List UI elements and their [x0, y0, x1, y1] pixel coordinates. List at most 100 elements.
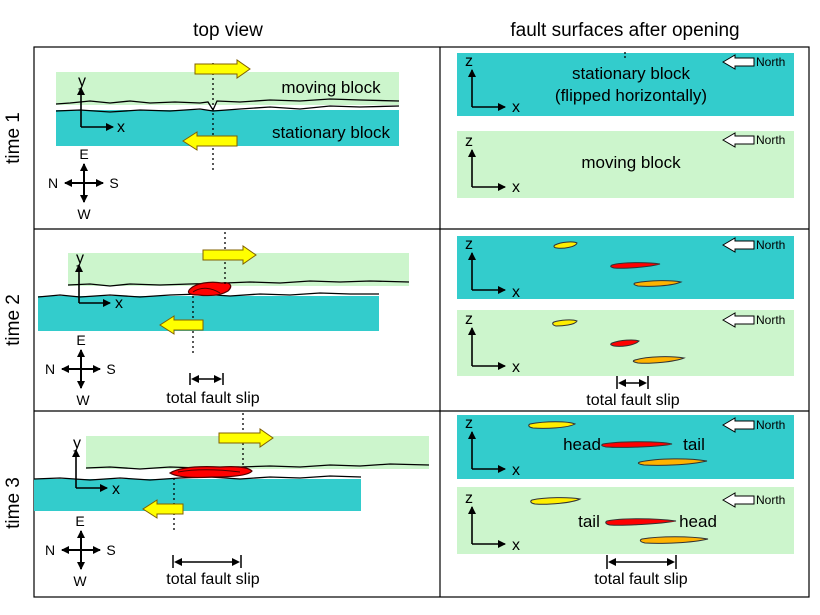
- slip-patch-yellow: [528, 421, 577, 429]
- north-indicator: North: [722, 132, 785, 148]
- flipped-note: (flipped horizontally): [555, 86, 707, 105]
- north-arrow-icon: [722, 237, 755, 253]
- slip-patch-outline: [177, 469, 241, 473]
- north-label: North: [756, 55, 785, 69]
- axis-indicator: z x: [465, 311, 520, 376]
- north-indicator: North: [722, 312, 785, 328]
- time1-fault-surfaces: stationary block (flipped horizontally) …: [457, 52, 794, 198]
- time2-top-view: y x E W N S total fault slip: [37, 232, 410, 408]
- slip-patch-yellow: [553, 241, 578, 249]
- slip-patch-orange: [632, 356, 686, 364]
- slip-patch-orange: [633, 280, 683, 287]
- moving-block-label: moving block: [281, 78, 381, 97]
- north-arrow-icon: [722, 492, 755, 508]
- head-label: head: [679, 512, 717, 531]
- slip-patch-red: [610, 262, 661, 269]
- y-axis-label: y: [73, 435, 81, 452]
- slip-arrowhead-right: [232, 558, 240, 566]
- z-axis-label: z: [465, 236, 473, 253]
- row-label-time-3: time 3: [3, 477, 24, 529]
- slip-arrowhead-right: [667, 558, 675, 566]
- north-indicator: North: [722, 417, 785, 433]
- axis-indicator: y x: [77, 73, 125, 136]
- row-label-time-1: time 1: [3, 112, 24, 164]
- compass: E W N S: [45, 513, 116, 589]
- x-axis-label: x: [512, 179, 520, 196]
- stationary-block-label: stationary block: [272, 123, 391, 142]
- z-axis-label: z: [465, 133, 473, 150]
- time1-top-view: moving block stationary block y x E W N …: [48, 59, 400, 222]
- time3-fault-surfaces: head tail z x North tail head z x North: [457, 415, 794, 588]
- y-axis-label: y: [76, 250, 84, 267]
- slip-arrow-right: [202, 245, 257, 265]
- slip-patch-outline: [192, 287, 221, 294]
- axis-indicator: y x: [75, 250, 123, 312]
- x-axis-label: x: [512, 537, 520, 554]
- fault-trace-moving: [55, 98, 400, 112]
- header-top-view: top view: [193, 20, 263, 41]
- axis-indicator: z x: [465, 415, 520, 479]
- stationary-block: [38, 296, 379, 331]
- header-fault-surfaces: fault surfaces after opening: [510, 20, 739, 41]
- slip-arrow-right: [194, 59, 251, 79]
- slip-arrowhead-left: [174, 558, 182, 566]
- slip-patch-red: [601, 441, 673, 448]
- north-indicator: North: [722, 237, 785, 253]
- compass-s: S: [106, 361, 115, 377]
- slip-patch-red: [610, 339, 640, 347]
- axis-indicator: y x: [72, 435, 120, 498]
- compass: E W N S: [48, 146, 119, 222]
- north-label: North: [756, 313, 785, 327]
- x-axis-label: x: [112, 481, 120, 498]
- figure-frame: [33, 46, 810, 598]
- compass-e: E: [75, 513, 84, 529]
- total-fault-slip-label: total fault slip: [594, 571, 687, 588]
- x-axis-label: x: [115, 295, 123, 312]
- compass-n: N: [48, 175, 58, 191]
- slip-arrow-left: [142, 499, 184, 519]
- slip-arrowhead-left: [608, 558, 616, 566]
- compass-w: W: [76, 392, 90, 408]
- slip-indicator: total fault slip: [594, 555, 688, 588]
- compass-s: S: [109, 175, 118, 191]
- axis-indicator: z x: [465, 490, 520, 554]
- compass-e: E: [79, 146, 88, 162]
- total-fault-slip-label: total fault slip: [166, 390, 259, 407]
- slip-patch-red: [168, 466, 253, 479]
- north-arrow-icon: [722, 132, 755, 148]
- north-arrow-icon: [722, 54, 755, 70]
- slip-patch-red: [605, 518, 677, 526]
- z-axis-label: z: [465, 311, 473, 328]
- head-label: head: [563, 435, 601, 454]
- fault-trace-moving: [85, 463, 430, 470]
- north-label: North: [756, 238, 785, 252]
- slip-indicator: total fault slip: [166, 555, 260, 588]
- time3-top-view: y x E W N S total fault slip: [33, 413, 430, 589]
- total-fault-slip-label: total fault slip: [586, 392, 679, 409]
- x-axis-label: x: [512, 462, 520, 479]
- slip-arrow-right: [218, 428, 274, 448]
- north-label: North: [756, 133, 785, 147]
- slip-arrow-left: [159, 315, 204, 335]
- compass-n: N: [45, 542, 55, 558]
- z-axis-label: z: [465, 490, 473, 507]
- slip-patch-yellow: [530, 497, 582, 505]
- slip-arrowhead-left: [618, 379, 626, 387]
- fault-trace-stationary: [55, 105, 400, 113]
- slip-patch-orange: [637, 458, 708, 466]
- compass-s: S: [106, 542, 115, 558]
- axis-indicator: z x: [465, 53, 520, 116]
- slip-patch-orange: [639, 536, 709, 544]
- north-label: North: [756, 418, 785, 432]
- stationary-block: [34, 479, 361, 511]
- north-indicator: North: [722, 54, 785, 70]
- slip-arrowhead-right: [214, 375, 222, 383]
- compass-n: N: [45, 361, 55, 377]
- moving-surface-label: moving block: [581, 153, 681, 172]
- x-axis-label: x: [512, 359, 520, 376]
- z-axis-label: z: [465, 53, 473, 70]
- compass: E W N S: [45, 332, 116, 408]
- slip-arrowhead-right: [639, 379, 647, 387]
- slip-indicator: total fault slip: [586, 376, 680, 409]
